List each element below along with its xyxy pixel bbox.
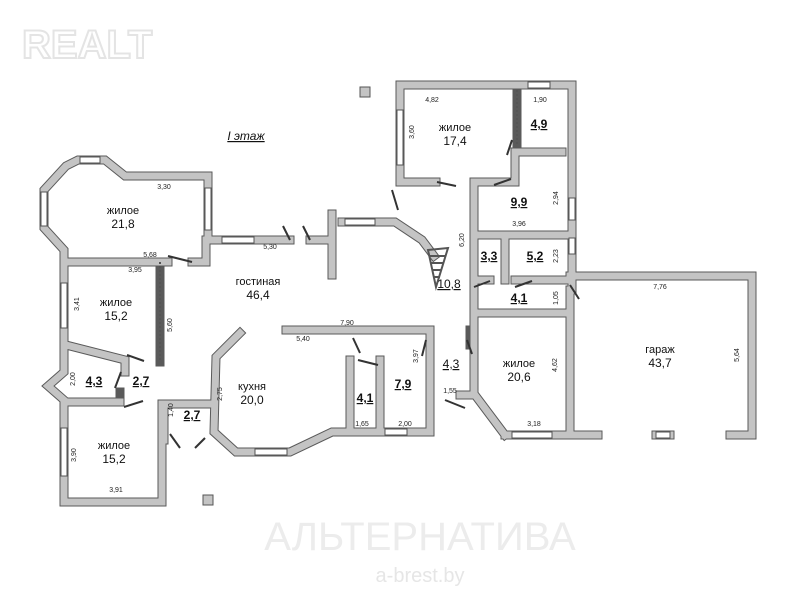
dimension-label: 3,41: [74, 297, 81, 311]
dimension-label: 6,20: [459, 233, 466, 247]
room-name: жилое: [503, 358, 535, 370]
dimension-label: 3,95: [128, 267, 142, 274]
room-area: 20,0: [240, 393, 264, 407]
dimension-label: 1,65: [355, 421, 369, 428]
room-area: 7,9: [395, 377, 412, 391]
dimension-label: 2,00: [398, 421, 412, 428]
dimension-label: 2,75: [217, 387, 224, 401]
room-area: 4,1: [357, 391, 374, 405]
dimension-label: 1,40: [168, 403, 175, 417]
room-name: жилое: [439, 122, 471, 134]
dimension-label: 5,30: [263, 244, 277, 251]
dimension-label: 3,90: [71, 448, 78, 462]
room-area: 4,3: [86, 374, 103, 388]
dimension-label: 2,94: [553, 191, 560, 205]
dimension-label: 4,62: [552, 358, 559, 372]
room-name: гараж: [645, 344, 675, 356]
room-area: 15,2: [104, 309, 128, 323]
room-area: 4,9: [531, 117, 548, 131]
dimension-label: 3,60: [409, 125, 416, 139]
room-area: 46,4: [246, 288, 270, 302]
dimension-labels: 3,30 5,30 5,68 3,95 4,82 1,90 3,60 2,94 …: [70, 97, 741, 494]
dimension-label: 2,00: [70, 372, 77, 386]
room-name: жилое: [98, 440, 130, 452]
room-name: жилое: [100, 297, 132, 309]
dimension-label: 5,60: [167, 318, 174, 332]
room-area: 4,3: [443, 357, 460, 371]
floor-title: I этаж: [227, 129, 265, 143]
dimension-label: 3,91: [109, 487, 123, 494]
room-name: жилое: [107, 205, 139, 217]
realt-logo-watermark: REALT: [22, 23, 152, 67]
dimension-label: 5,40: [296, 336, 310, 343]
windows: [40, 81, 671, 477]
dimension-label: 1,90: [533, 97, 547, 104]
dimension-label: 1,05: [553, 291, 560, 305]
room-labels: жилое 21,8 гостиная 46,4 жилое 17,4 4,9 …: [86, 117, 676, 466]
dimension-label: 3,30: [157, 184, 171, 191]
dimension-label: 7,76: [653, 284, 667, 291]
company-watermark: АЛЬТЕРНАТИВА: [264, 515, 576, 559]
room-area: 20,6: [507, 370, 531, 384]
dimension-label: 5,68: [143, 252, 157, 259]
room-area: 2,7: [133, 374, 150, 388]
dimension-label: 3,97: [413, 349, 420, 363]
room-area: 15,2: [102, 452, 126, 466]
dimension-label: 1,55: [443, 388, 457, 395]
room-area: 17,4: [443, 134, 467, 148]
dimension-label: 4,82: [425, 97, 439, 104]
site-watermark: a-brest.by: [376, 565, 465, 587]
room-area: 9,9: [511, 195, 528, 209]
room-name: гостиная: [236, 276, 281, 288]
dimension-label: 3,18: [527, 421, 541, 428]
room-area: 21,8: [111, 217, 135, 231]
room-area: 4,1: [511, 291, 528, 305]
dimension-label: 7,90: [340, 320, 354, 327]
room-area: 5,2: [527, 249, 544, 263]
dimension-label: 5,64: [734, 348, 741, 362]
door-swings: [114, 139, 580, 449]
room-area: 10,8: [437, 277, 461, 291]
room-area: 2,7: [184, 408, 201, 422]
room-name: кухня: [238, 381, 266, 393]
room-area: 43,7: [648, 356, 672, 370]
dimension-label: 3,96: [512, 221, 526, 228]
room-area: 3,3: [481, 249, 498, 263]
dimension-label: 2,23: [553, 249, 560, 263]
staircase: [426, 246, 450, 291]
